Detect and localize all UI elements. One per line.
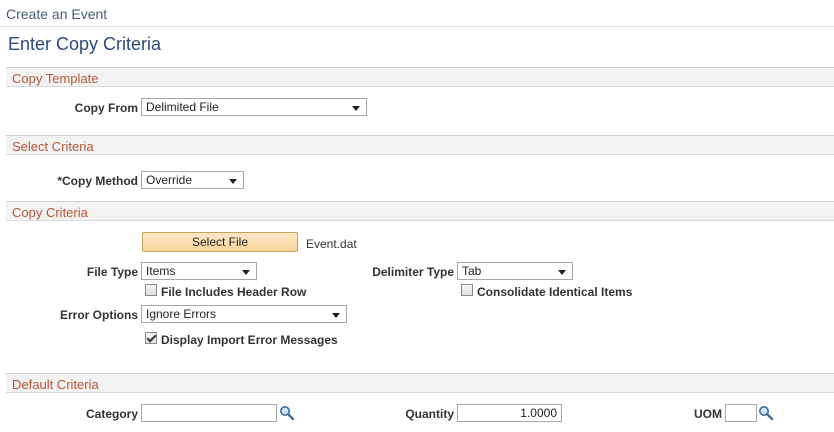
chevron-down-icon — [332, 313, 340, 318]
magnifier-icon[interactable] — [758, 405, 774, 421]
section-default-criteria: Default Criteria — [6, 373, 834, 393]
error-options-select[interactable]: Ignore Errors — [141, 305, 347, 323]
copy-from-select[interactable]: Delimited File — [141, 98, 367, 116]
quantity-value: 1.0000 — [520, 406, 557, 420]
quantity-input[interactable]: 1.0000 — [457, 404, 562, 422]
header-row-checkbox[interactable] — [145, 284, 157, 296]
quantity-label: Quantity — [405, 407, 454, 421]
section-title: Default Criteria — [12, 377, 99, 392]
section-title: Select Criteria — [12, 139, 94, 154]
category-label: Category — [85, 407, 138, 421]
consolidate-items-checkbox[interactable] — [461, 284, 473, 296]
copy-method-value: Override — [146, 173, 193, 187]
section-select-criteria: Select Criteria — [6, 135, 834, 155]
category-input[interactable] — [141, 404, 277, 422]
chevron-down-icon — [558, 270, 566, 275]
file-type-select[interactable]: Items — [141, 262, 257, 280]
file-name: Event.dat — [306, 237, 357, 251]
error-options-label: Error Options — [59, 308, 138, 322]
uom-label: UOM — [694, 407, 722, 421]
copy-method-label: *Copy Method — [57, 174, 138, 188]
file-type-label: File Type — [86, 265, 138, 279]
chevron-down-icon — [352, 106, 360, 111]
select-file-button[interactable]: Select File — [142, 232, 298, 252]
consolidate-items-label: Consolidate Identical Items — [477, 285, 633, 299]
header-row-label: File Includes Header Row — [161, 285, 307, 299]
delimiter-type-label: Delimiter Type — [372, 265, 454, 279]
divider — [0, 26, 834, 27]
display-errors-checkbox[interactable] — [145, 332, 157, 344]
uom-input[interactable] — [725, 404, 757, 422]
section-copy-template: Copy Template — [6, 67, 834, 87]
copy-from-label: Copy From — [74, 101, 138, 115]
display-errors-label: Display Import Error Messages — [161, 333, 338, 347]
file-type-value: Items — [146, 264, 176, 278]
delimiter-type-select[interactable]: Tab — [457, 262, 573, 280]
breadcrumb: Create an Event — [6, 6, 108, 22]
error-options-value: Ignore Errors — [146, 307, 217, 321]
copy-from-value: Delimited File — [146, 100, 219, 114]
copy-method-select[interactable]: Override — [141, 171, 244, 189]
chevron-down-icon — [229, 179, 237, 184]
magnifier-icon[interactable] — [279, 405, 295, 421]
delimiter-type-value: Tab — [462, 264, 482, 278]
section-copy-criteria: Copy Criteria — [6, 201, 834, 221]
section-title: Copy Criteria — [12, 205, 88, 220]
page-title: Enter Copy Criteria — [8, 34, 162, 54]
chevron-down-icon — [242, 270, 250, 275]
section-title: Copy Template — [12, 71, 99, 86]
